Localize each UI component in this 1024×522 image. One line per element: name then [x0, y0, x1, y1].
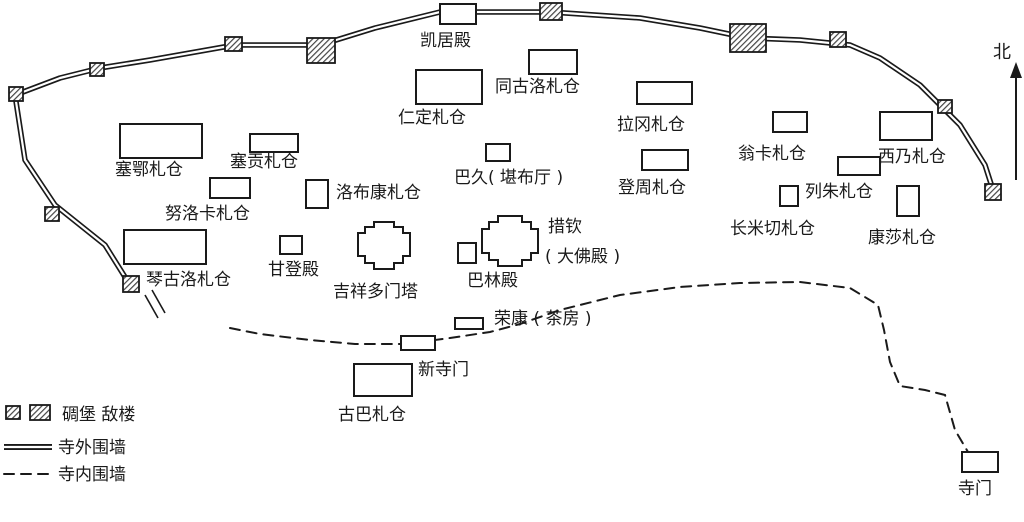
- label-saigong: 塞贡札仓: [230, 152, 298, 172]
- label-cuoqin: 措钦: [548, 217, 582, 237]
- label-guba: 古巴札仓: [338, 405, 406, 425]
- label-tonggu: 同古洛札仓: [495, 77, 580, 97]
- dengzhou-building: [641, 149, 689, 171]
- label-rending: 仁定札仓: [398, 108, 466, 128]
- wengka-building: [772, 111, 808, 133]
- label-bajiu: 巴久( 堪布厅 ): [454, 168, 563, 188]
- legend-inner-wall-label: 寺内围墙: [58, 465, 126, 485]
- label-nuluoka: 努洛卡札仓: [165, 204, 250, 224]
- bunker-legend-icon: [5, 405, 21, 420]
- north-label: 北: [993, 42, 1011, 63]
- tonggu-building: [528, 49, 578, 75]
- label-lagang: 拉冈札仓: [617, 115, 685, 135]
- nuluoka-building: [209, 177, 251, 199]
- kaijudian-gate-icon: [439, 3, 477, 25]
- watchtower-icon: [44, 206, 60, 222]
- buildings: [119, 49, 999, 473]
- qingu-building: [123, 229, 207, 265]
- luobukang-building: [305, 179, 329, 209]
- label-qingu: 琴古洛札仓: [146, 270, 231, 290]
- label-saie: 塞鄂札仓: [115, 160, 183, 180]
- label-rongkang: 荣康 ( 茶房 ): [494, 309, 591, 329]
- label-dengzhou: 登周札仓: [618, 178, 686, 198]
- legend-outer-wall-label: 寺外围墙: [58, 438, 126, 458]
- jixiang-stupa-icon: [357, 221, 411, 270]
- saie-building: [119, 123, 203, 159]
- label-simen: 寺门: [958, 479, 992, 499]
- watchtower-icon: [224, 36, 243, 52]
- xinai-building: [879, 111, 933, 141]
- watchtower-icon: [8, 86, 24, 102]
- building-labels: 凯居殿 同古洛札仓 仁定札仓 拉冈札仓 翁卡札仓 西乃札仓 塞鄂札仓 塞贡札仓 …: [115, 31, 992, 499]
- label-wengka: 翁卡札仓: [738, 144, 806, 164]
- saigong-building: [249, 133, 299, 153]
- watchtower-icon: [937, 99, 953, 114]
- watchtower-icon: [539, 2, 563, 21]
- watchtower-icon: [829, 31, 847, 48]
- label-changmiqie: 长米切札仓: [730, 219, 815, 239]
- wall-towers: [8, 2, 1002, 293]
- lagang-building: [636, 81, 693, 105]
- inner-wall: [229, 280, 969, 453]
- label-xinsimen: 新寺门: [418, 360, 469, 380]
- label-kaijudian: 凯居殿: [420, 31, 471, 51]
- label-jixiang: 吉祥多门塔: [333, 282, 418, 302]
- label-cuoqin-hall: ( 大佛殿 ): [545, 247, 620, 267]
- legend-towers-label: 碉堡 敌楼: [62, 405, 135, 425]
- legend: 碉堡 敌楼 寺外围墙 寺内围墙: [3, 404, 135, 485]
- bajiu-building: [485, 143, 511, 162]
- xinsimen-building: [400, 335, 436, 351]
- gate-tower-icon: [306, 37, 336, 64]
- north-arrow: 北: [993, 42, 1022, 180]
- label-luobukang: 洛布康札仓: [336, 183, 421, 203]
- liezhu-building: [837, 156, 881, 176]
- rongkang-building: [454, 317, 484, 330]
- gate-tower-icon: [729, 23, 767, 53]
- rending-building: [415, 69, 483, 105]
- watchtower-icon: [984, 183, 1002, 201]
- balin-building: [457, 242, 477, 264]
- cuoqin-hall-icon: [481, 215, 539, 267]
- label-gandeng: 甘登殿: [268, 260, 319, 280]
- label-liezhu: 列朱札仓: [805, 182, 873, 202]
- guba-building: [353, 363, 413, 397]
- label-xinai: 西乃札仓: [878, 147, 946, 167]
- changmiqie-building: [779, 185, 799, 207]
- gandeng-building: [279, 235, 303, 255]
- watchtower-icon: [122, 275, 140, 293]
- simen-building: [961, 451, 999, 473]
- kangsha-building: [896, 185, 920, 217]
- label-kangsha: 康莎札仓: [868, 228, 936, 248]
- watchtower-icon: [89, 62, 105, 77]
- label-balin: 巴林殿: [467, 271, 518, 291]
- watchtower-legend-icon: [29, 404, 51, 421]
